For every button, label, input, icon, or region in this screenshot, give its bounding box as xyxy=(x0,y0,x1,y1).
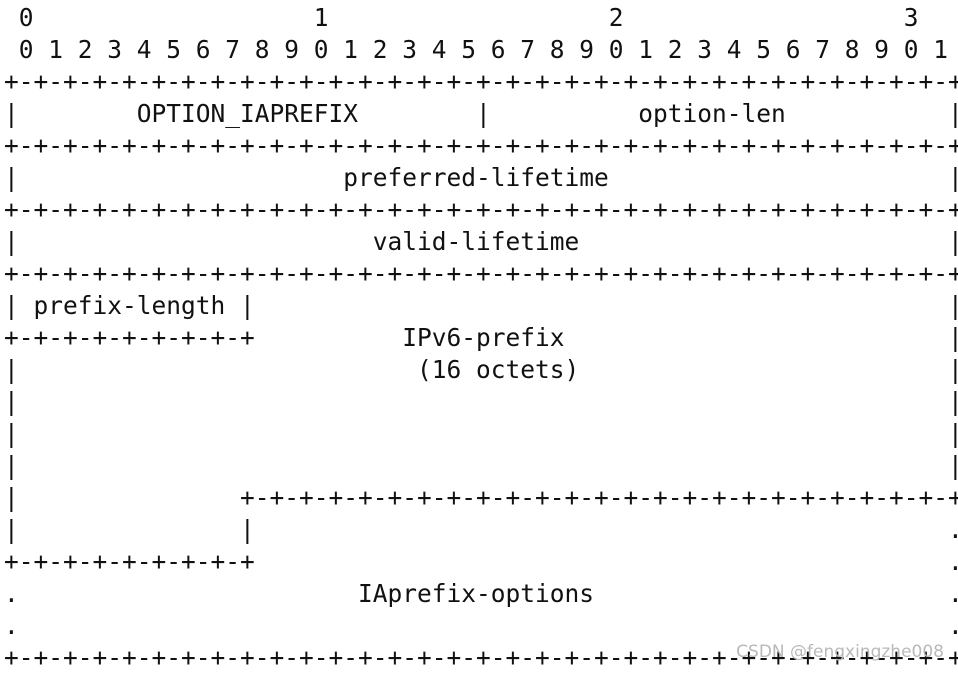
option-code-and-length-row: | OPTION_IAPREFIX | option-len | xyxy=(4,99,958,128)
preferred-lifetime-row: | preferred-lifetime | xyxy=(4,163,958,192)
ipv6-prefix-body-row: | | xyxy=(4,387,958,416)
watermark: CSDN @fengxingzhe008 xyxy=(736,642,944,662)
option-iaprefix-diagram: 0 1 2 3 0 1 2 3 4 5 6 7 8 9 0 1 2 3 4 5 … xyxy=(4,2,958,674)
options-start-border: +-+-+-+-+-+-+-+-+ . xyxy=(4,547,958,576)
valid-lifetime-row: | valid-lifetime | xyxy=(4,227,958,256)
field-border: +-+-+-+-+-+-+-+-+-+-+-+-+-+-+-+-+-+-+-+-… xyxy=(4,643,958,672)
field-border: +-+-+-+-+-+-+-+-+-+-+-+-+-+-+-+-+-+-+-+-… xyxy=(4,131,958,160)
iaprefix-options-continuation-row: . . xyxy=(4,611,958,640)
iaprefix-options-row: . IAprefix-options . xyxy=(4,579,958,608)
ipv6-prefix-tail-row: | | . xyxy=(4,515,958,544)
bit-tens-header: 0 1 2 3 xyxy=(4,3,919,32)
ipv6-prefix-row: +-+-+-+-+-+-+-+-+ IPv6-prefix | xyxy=(4,323,958,352)
ipv6-prefix-end-border: | +-+-+-+-+-+-+-+-+-+-+-+-+-+-+-+-+-+-+-… xyxy=(4,483,958,512)
ipv6-prefix-body-row: | | xyxy=(4,451,958,480)
prefix-length-row: | prefix-length | | xyxy=(4,291,958,320)
field-border: +-+-+-+-+-+-+-+-+-+-+-+-+-+-+-+-+-+-+-+-… xyxy=(4,67,958,96)
ipv6-prefix-size-row: | (16 octets) | xyxy=(4,355,958,384)
field-border: +-+-+-+-+-+-+-+-+-+-+-+-+-+-+-+-+-+-+-+-… xyxy=(4,195,958,224)
field-border: +-+-+-+-+-+-+-+-+-+-+-+-+-+-+-+-+-+-+-+-… xyxy=(4,259,958,288)
bit-units-header: 0 1 2 3 4 5 6 7 8 9 0 1 2 3 4 5 6 7 8 9 … xyxy=(4,35,949,64)
ipv6-prefix-body-row: | | xyxy=(4,419,958,448)
